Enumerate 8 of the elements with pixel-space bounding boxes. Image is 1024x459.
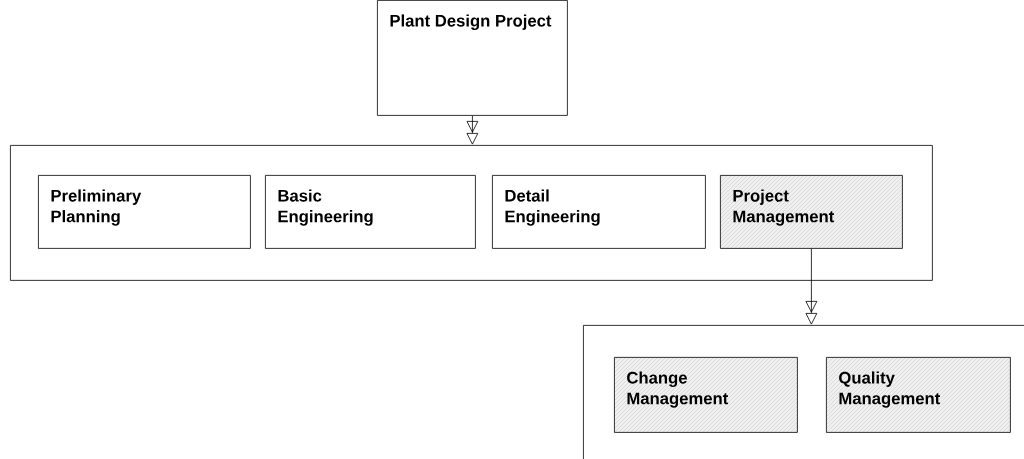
process-box: Basic Engineering <box>265 175 476 249</box>
process-box: Plant Design Project <box>377 0 568 116</box>
process-box: Preliminary Planning <box>38 175 251 249</box>
arrow <box>805 248 818 325</box>
arrow <box>466 115 479 145</box>
group-frame <box>10 145 933 281</box>
process-box: Detail Engineering <box>492 175 706 249</box>
group-frame <box>583 325 1024 459</box>
